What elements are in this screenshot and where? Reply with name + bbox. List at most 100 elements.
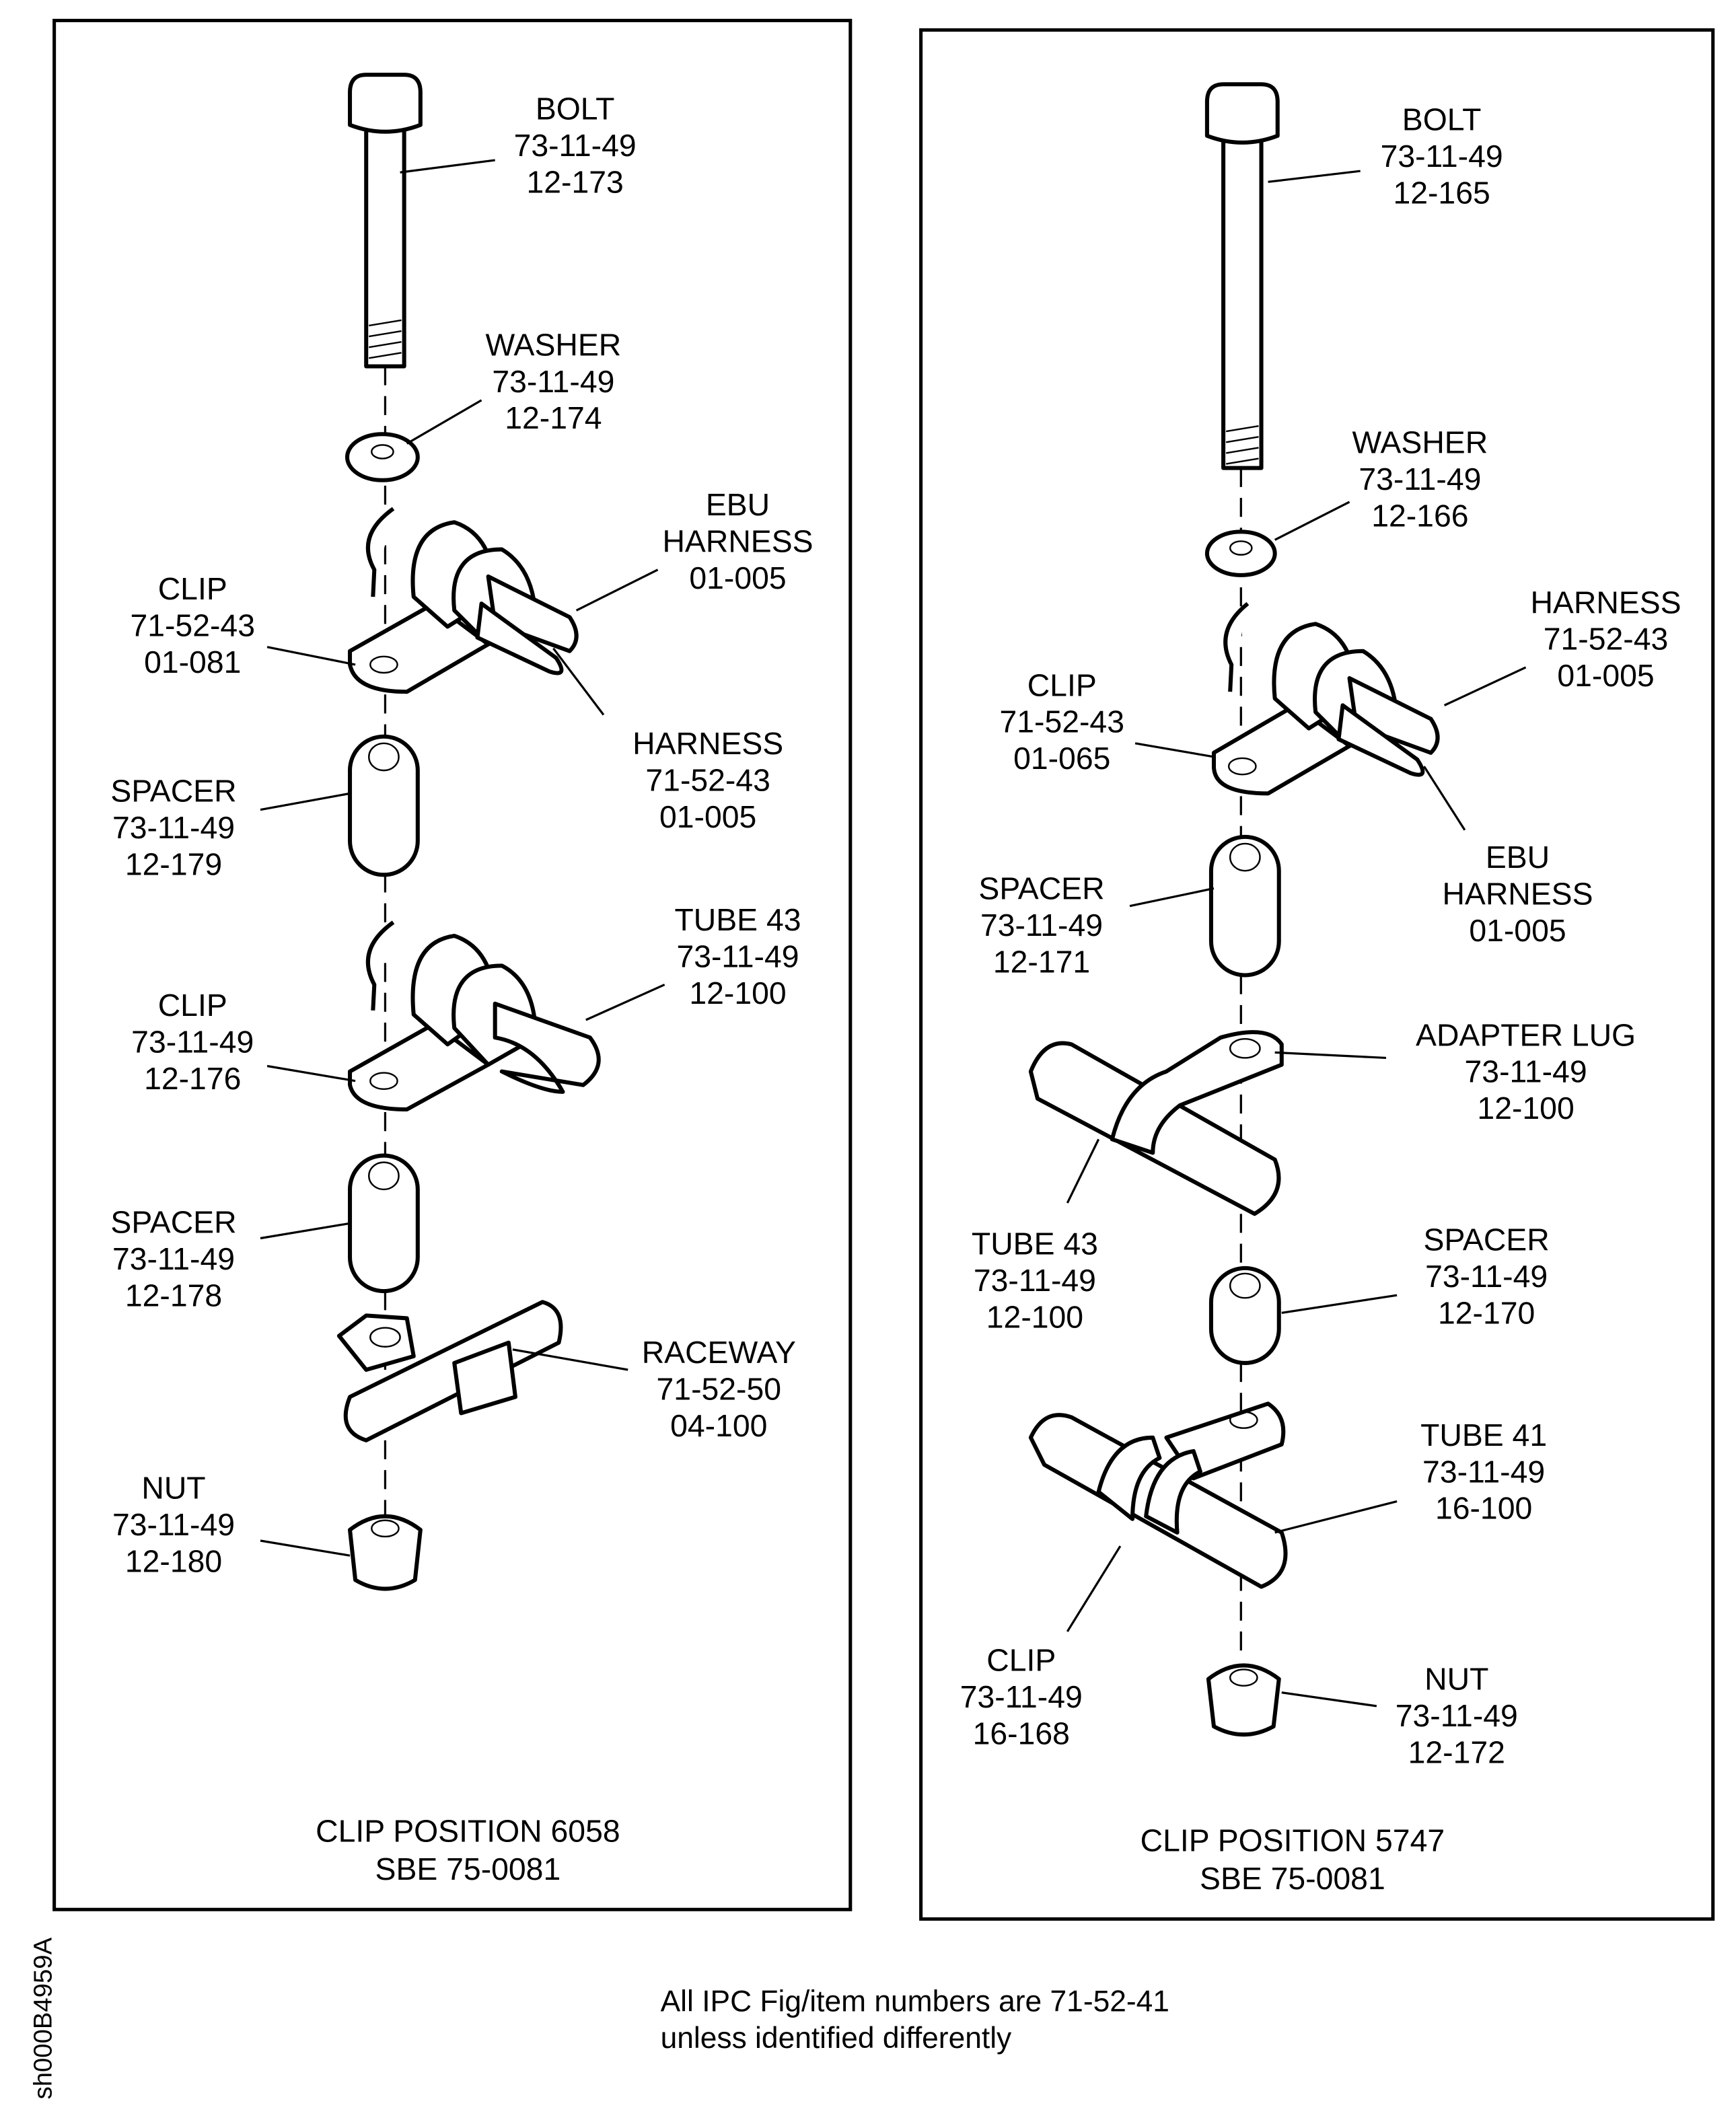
left-caption-line2: SBE 75-0081 [375,1851,561,1886]
right-caption-line1: CLIP POSITION 5747 [1141,1823,1445,1858]
bolt-part [348,73,423,369]
leader-line [1274,1500,1398,1534]
left-callouts: BOLT73-11-4912-173WASHER73-11-4912-174EB… [110,91,813,1579]
leader-line [1281,1691,1377,1708]
part-fig: 71-52-43 [999,704,1124,739]
part-name: CLIP [1027,667,1097,702]
part-item: 16-100 [1435,1491,1532,1526]
part-name: CLIP [158,988,227,1023]
part-fig: 73-11-49 [514,128,637,163]
part-item: 12-178 [125,1278,222,1313]
part-fig: 73-11-49 [112,1507,235,1542]
part-name: HARNESS [1530,585,1681,620]
part-fig: 71-52-43 [130,608,255,643]
left-caption-line1: CLIP POSITION 6058 [316,1813,620,1848]
leader-line [1129,887,1215,908]
part-item: 01-005 [1469,913,1566,948]
part-item: 01-005 [1557,658,1654,693]
leader-line [1281,1294,1398,1314]
leader-line [266,646,356,666]
part-name: TUBE 41 [1420,1418,1547,1453]
left-panel-frame [52,18,853,1911]
right-panel-frame [919,28,1715,1921]
part-fig: 73-11-49 [1381,139,1503,174]
leader-line [400,159,495,174]
raceway-part [336,1300,563,1442]
clip-upper-part [1211,601,1440,796]
part-item: 12-172 [1408,1735,1505,1770]
part-item: 01-065 [1013,741,1110,776]
part-fig: 73-11-49 [980,908,1103,943]
leader-line [1274,501,1350,541]
part-name: WASHER [486,327,622,362]
adapter-lug-and-tube-part [1028,1030,1284,1216]
part-name: EBU [706,487,770,522]
bolt-part [1204,82,1280,470]
part-item: 12-170 [1438,1295,1535,1330]
part-item: 12-100 [986,1300,1083,1335]
washer-part [345,432,420,482]
part-fig: 73-11-49 [1425,1259,1548,1294]
part-item: 12-176 [144,1061,241,1096]
part-name: WASHER [1352,425,1488,460]
right-caption-line2: SBE 75-0081 [1200,1861,1385,1896]
part-name: NUT [1424,1662,1488,1697]
leader-line [1134,742,1215,758]
footer-note-line2: unless identified differently [661,2022,1012,2055]
part-name: TUBE 43 [972,1226,1098,1261]
part-item: 12-180 [125,1543,222,1578]
drawing-id: sh000B4959A [29,1937,58,2099]
spacer-lower-part [348,1153,420,1294]
part-name: SPACER [978,871,1104,906]
leader-line [260,1222,351,1240]
part-item: 12-100 [689,976,786,1011]
part-item: 12-100 [1477,1091,1574,1126]
leader-line [1274,1051,1387,1060]
leader-line [266,1064,356,1083]
leader-line [1268,170,1361,183]
part-fig: 73-11-49 [492,364,614,399]
part-name: SPACER [110,1204,236,1239]
right-assembly [1028,82,1440,1737]
clip-lower-part [348,920,601,1112]
part-item: 04-100 [670,1408,767,1443]
part-fig: 73-11-49 [112,810,235,845]
part-fig: 73-11-49 [974,1263,1096,1298]
spacer-upper-part [348,734,420,877]
leader-line [575,568,659,612]
part-fig: 73-11-49 [131,1024,254,1059]
part-item: 12-174 [505,400,602,435]
part-fig: 71-52-50 [657,1371,782,1406]
part-item: 16-168 [973,1716,1070,1751]
part-fig: 73-11-49 [960,1679,1083,1714]
part-name: BOLT [536,91,615,126]
clip-upper-part [348,507,579,694]
leader-line [1066,1545,1122,1632]
part-name: TUBE 43 [674,902,801,937]
part-name: HARNESS [632,726,783,761]
part-item: 12-171 [993,944,1090,979]
left-assembly [336,73,601,1591]
leader-line [512,1348,628,1371]
part-fig: 73-11-49 [112,1241,235,1276]
part-fig: 73-11-49 [1465,1054,1587,1089]
part-fig: 71-52-43 [1544,622,1669,657]
